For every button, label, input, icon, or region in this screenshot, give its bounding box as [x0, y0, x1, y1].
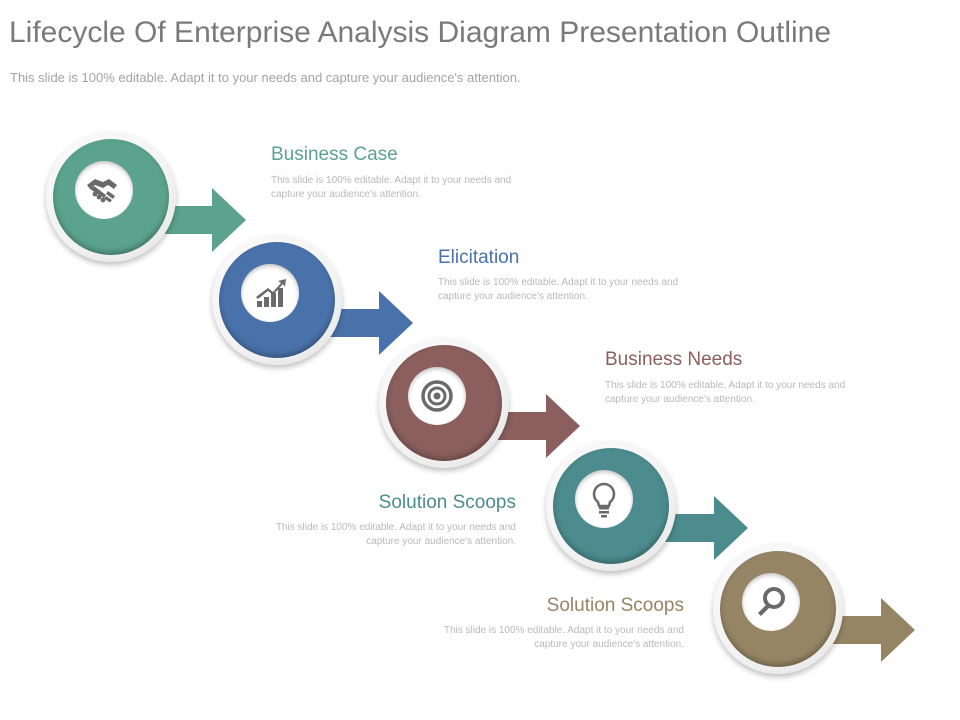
- step-label: Elicitation: [438, 247, 520, 268]
- ring-center: [408, 367, 466, 425]
- step-label: Solution Scoops: [546, 595, 684, 616]
- page-subtitle: This slide is 100% editable. Adapt it to…: [10, 70, 521, 85]
- arrow-shape: [829, 598, 915, 662]
- arrow-shape: [160, 188, 246, 252]
- handshake-icon: [87, 179, 117, 203]
- step-label: Business Needs: [605, 349, 743, 370]
- step-arrow: [662, 496, 748, 560]
- arrow-shape: [327, 291, 413, 355]
- step-description: This slide is 100% editable. Adapt it to…: [271, 175, 512, 200]
- target-icon: [421, 380, 453, 412]
- growth-chart-icon: [256, 279, 286, 307]
- magnifier-icon: [758, 587, 785, 616]
- step-arrow: [327, 291, 413, 355]
- lightbulb-icon: [592, 482, 616, 518]
- ring-center: [75, 161, 133, 219]
- arrow-shape: [662, 496, 748, 560]
- step-ring: [546, 441, 676, 571]
- ring-center: [241, 264, 299, 322]
- ring-color-band: [553, 448, 669, 564]
- step-label: Business Case: [271, 144, 398, 165]
- step-description: This slide is 100% editable. Adapt it to…: [443, 625, 684, 650]
- step-description: This slide is 100% editable. Adapt it to…: [438, 277, 679, 302]
- page-title: Lifecycle Of Enterprise Analysis Diagram…: [9, 16, 832, 49]
- step-description: This slide is 100% editable. Adapt it to…: [275, 522, 516, 547]
- step-description: This slide is 100% editable. Adapt it to…: [605, 380, 846, 405]
- step-ring: [379, 338, 509, 468]
- step-ring: [212, 235, 342, 365]
- step-ring: [713, 544, 843, 674]
- step-ring: [46, 132, 176, 262]
- ring-color-band: [219, 242, 335, 358]
- ring-center: [575, 470, 633, 528]
- step-arrow: [829, 598, 915, 662]
- step-label: Solution Scoops: [378, 492, 516, 513]
- ring-center: [742, 573, 800, 631]
- step-arrow: [494, 394, 580, 458]
- arrow-shape: [494, 394, 580, 458]
- step-arrow: [160, 188, 246, 252]
